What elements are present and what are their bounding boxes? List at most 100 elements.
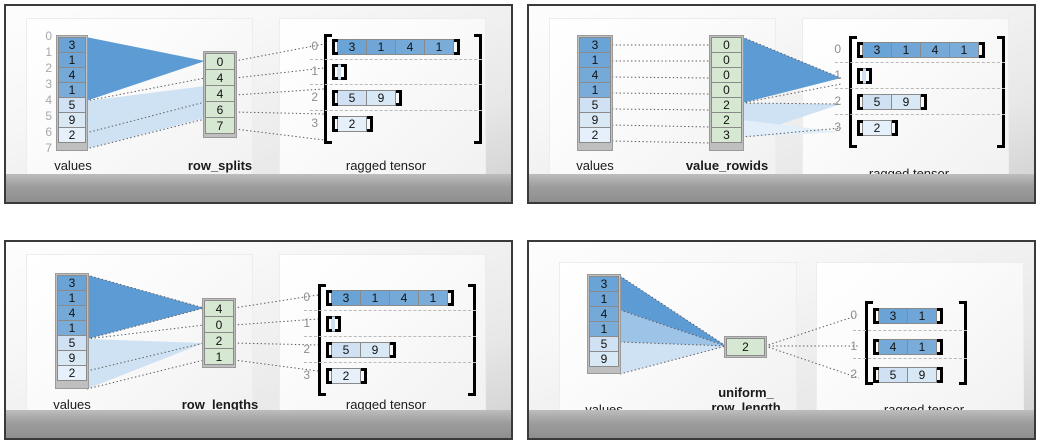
- value-cell: 1: [589, 291, 619, 307]
- value-cell: 1: [58, 52, 86, 68]
- row-separator: [310, 110, 482, 111]
- encoding-cell: 2: [726, 338, 765, 356]
- fan-dark: [86, 37, 205, 101]
- tensor-cell: 4: [878, 339, 908, 355]
- row-separator: [304, 336, 476, 337]
- encoding-cell: 3: [711, 127, 742, 143]
- panel-row-splits: 0 1 2 3 4 5 6 7 3 1 4 1 5 9 2 values 0 4…: [4, 4, 513, 204]
- row-bracket-left: [873, 367, 879, 383]
- row-bracket-left: [332, 90, 338, 106]
- encoding-cell: 4: [205, 69, 235, 86]
- tensor-row-empty: [332, 64, 347, 80]
- encoding-cell: 2: [711, 112, 742, 128]
- fan-light: [87, 339, 204, 389]
- value-cell: 3: [58, 37, 86, 53]
- tensor-cell: 5: [878, 367, 908, 383]
- encoding-cell: 0: [711, 52, 742, 68]
- panel-footer-band: [6, 410, 511, 438]
- tensor-row: 3 1 4 1: [857, 42, 985, 58]
- panel-footer-band: [6, 174, 511, 202]
- row-bracket-right: [396, 90, 402, 106]
- tensor-bracket-left: [849, 36, 857, 148]
- tensor-row-empty: [326, 316, 341, 332]
- tensor-row-label: 3: [834, 120, 841, 134]
- tensor-cell-empty: [862, 68, 866, 84]
- value-cell: 1: [579, 82, 611, 98]
- fan-dark: [742, 37, 841, 103]
- tensor-row-label: 1: [850, 339, 857, 353]
- value-cell: 9: [57, 350, 87, 366]
- connector-overlay-uniform-row-length: [619, 275, 860, 379]
- connector-overlay-value-rowids: [611, 36, 842, 144]
- values-caption: values: [54, 158, 92, 173]
- panel-footer-band: [529, 174, 1034, 202]
- fan-lighter: [742, 120, 841, 137]
- tensor-cell: 3: [331, 290, 361, 306]
- row-bracket-left: [857, 42, 863, 58]
- value-index: 5: [45, 109, 52, 123]
- value-index-labels: 0 1 2 3 4 5 6 7: [38, 30, 52, 159]
- tensor-bracket-left: [865, 301, 873, 385]
- value-cell: 5: [57, 335, 87, 351]
- tensor-caption: ragged tensor: [345, 158, 427, 173]
- tensor-bracket-right: [474, 34, 482, 144]
- row-bracket-left: [326, 368, 332, 384]
- row-bracket-right: [937, 308, 943, 324]
- leaders-encoding: [741, 36, 842, 138]
- tensor-row-label: 1: [311, 64, 318, 78]
- tensor-row: 3 1 4 1: [332, 39, 460, 55]
- value-cell: 5: [58, 97, 86, 113]
- tensor-row-label: 2: [311, 90, 318, 104]
- tensor-row-label: 0: [850, 308, 857, 322]
- value-cell: 5: [579, 97, 611, 113]
- row-separator: [304, 310, 476, 311]
- values-column: 3 1 4 1 5 9: [589, 276, 619, 367]
- value-cell: 3: [579, 37, 611, 53]
- tensor-row: 3 1 4 1: [326, 290, 454, 306]
- tensor-cell: 2: [862, 120, 892, 136]
- encoding-column: 0 4 4 6 7: [205, 53, 235, 134]
- leaders-values: [619, 275, 727, 375]
- value-cell: 4: [57, 305, 87, 321]
- tensor-cell: 4: [395, 39, 425, 55]
- value-cell: 4: [58, 67, 86, 83]
- row-bracket-right: [390, 342, 396, 358]
- tensor-cell-empty: [331, 316, 335, 332]
- row-separator: [310, 59, 482, 60]
- encoding-cell: 2: [204, 332, 234, 349]
- tensor-cell-empty: [337, 64, 341, 80]
- value-cell: 4: [589, 306, 619, 322]
- value-cell: 3: [589, 276, 619, 292]
- tensor-cell: 1: [891, 42, 921, 58]
- row-bracket-left: [873, 339, 879, 355]
- tensor-cell: 9: [366, 90, 396, 106]
- tensor-row-label: 0: [311, 39, 318, 53]
- value-cell: 1: [579, 52, 611, 68]
- row-separator: [304, 362, 476, 363]
- tensor-cell: 1: [360, 290, 390, 306]
- tensor-row-label: 2: [303, 342, 310, 356]
- value-cell: 9: [58, 112, 86, 128]
- encoding-caption: row_lengths: [181, 397, 259, 412]
- panel-uniform-row-length: 3 1 4 1 5 9 values 2 uniform_ row_length…: [527, 240, 1036, 440]
- tensor-cell: 2: [337, 116, 367, 132]
- value-index: 1: [45, 45, 52, 59]
- tensor-cell: 9: [907, 367, 937, 383]
- row-bracket-left: [857, 94, 863, 110]
- tensor-bracket-right: [959, 301, 967, 385]
- values-caption: values: [53, 397, 91, 412]
- row-bracket-right: [335, 316, 341, 332]
- tensor-row-label: 2: [834, 94, 841, 108]
- tensor-row: 4 1: [873, 339, 943, 355]
- tensor-cell: 1: [424, 39, 454, 55]
- tensor-cell: 9: [891, 94, 921, 110]
- row-bracket-left: [326, 290, 332, 306]
- tensor-cell: 2: [331, 368, 361, 384]
- value-cell: 1: [589, 321, 619, 337]
- row-separator: [835, 88, 1005, 89]
- tensor-cell: 3: [337, 39, 367, 55]
- value-cell: 1: [58, 82, 86, 98]
- tensor-cell: 4: [920, 42, 950, 58]
- row-bracket-left: [857, 68, 863, 84]
- values-column: 3 1 4 1 5 9 2: [57, 275, 87, 381]
